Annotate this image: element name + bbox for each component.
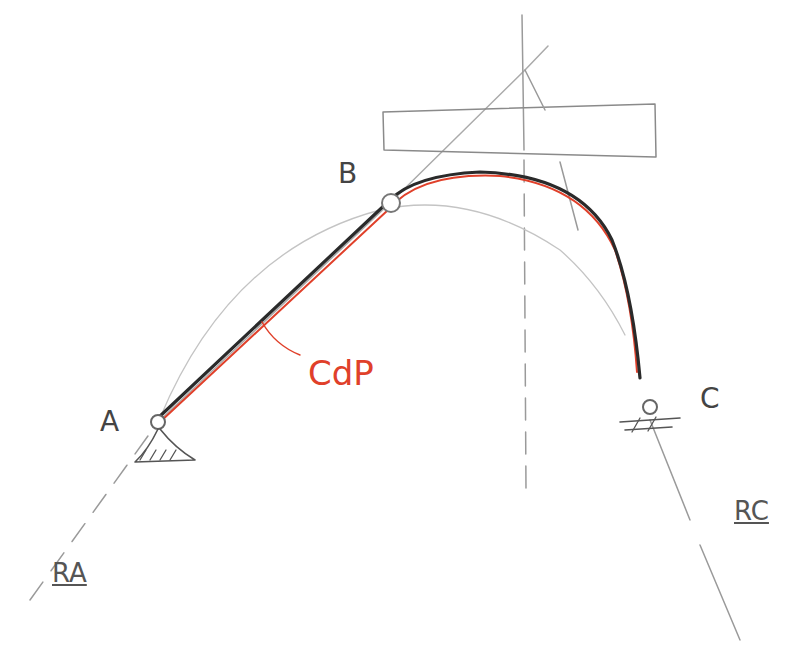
reaction-line-a (30, 422, 158, 600)
support-hatch (140, 450, 176, 460)
roller-hinge (643, 400, 657, 414)
load-axis (524, 160, 526, 490)
arch-structure (158, 172, 640, 418)
pressure-line (160, 176, 637, 422)
reaction-label: RC (734, 498, 769, 524)
curve-label: CdP (308, 356, 374, 390)
load-axis (522, 15, 524, 150)
load-box (383, 104, 656, 157)
point-label: A (100, 408, 119, 436)
internal-hinge (382, 194, 400, 212)
construction-arc (160, 205, 625, 418)
reaction-line-c (525, 70, 578, 230)
reaction-line-c (650, 420, 740, 640)
support-hatch (632, 417, 656, 432)
point-label: B (338, 160, 357, 188)
point-label: C (700, 385, 720, 413)
leader-line (262, 322, 300, 355)
pin-hinge (151, 415, 165, 429)
pin-support (135, 429, 195, 462)
reaction-label: RA (52, 560, 87, 586)
